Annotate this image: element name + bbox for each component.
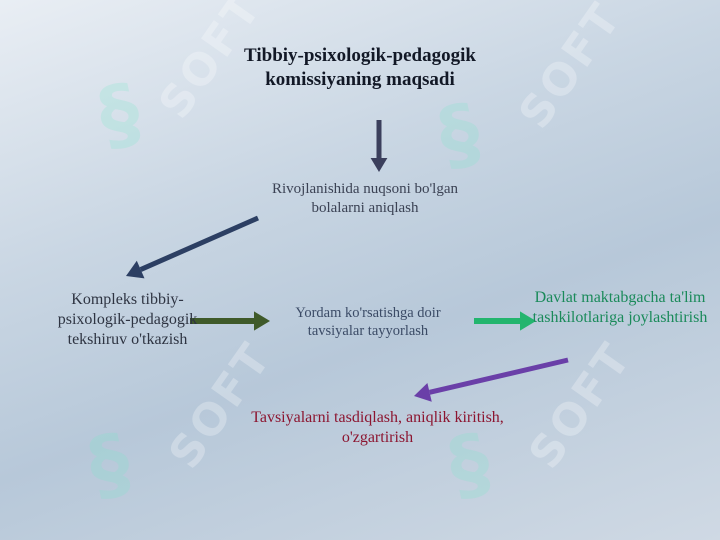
arrow-title-to-goal-head [370, 158, 388, 172]
node-approve-recommendations: Tavsiyalarni tasdiqlash, aniqlik kiritis… [251, 409, 504, 446]
arrow-exam-to-recommend [190, 311, 270, 331]
node-prepare-recommendations: Yordam ko'rsatishga doir tavsiyalar tayy… [295, 305, 441, 340]
node-placement-preschool: Davlat maktabgacha ta'lim tashkilotlarig… [532, 289, 708, 326]
diagram-title: Tibbiy-psixologik-pedagogik komissiyanin… [244, 45, 476, 90]
arrow-place-to-approve [414, 357, 569, 402]
arrow-recommend-to-place [474, 311, 536, 331]
arrow-place-to-approve-head [414, 383, 432, 402]
arrow-recommend-to-place-head [520, 311, 536, 331]
node-complex-examination: Kompleks tibbiy-psixologik-pedagogik tek… [57, 291, 198, 348]
arrow-title-to-goal [370, 120, 388, 172]
node-identify-children: Rivojlanishida nuqsoni bo'lgan bolalarni… [271, 181, 459, 216]
arrow-goal-to-exam [126, 215, 260, 279]
arrow-exam-to-recommend-head [254, 311, 270, 331]
arrow-goal-to-exam-shaft [139, 215, 260, 272]
arrow-place-to-approve-shaft [429, 357, 569, 395]
arrow-goal-to-exam-head [126, 260, 145, 279]
